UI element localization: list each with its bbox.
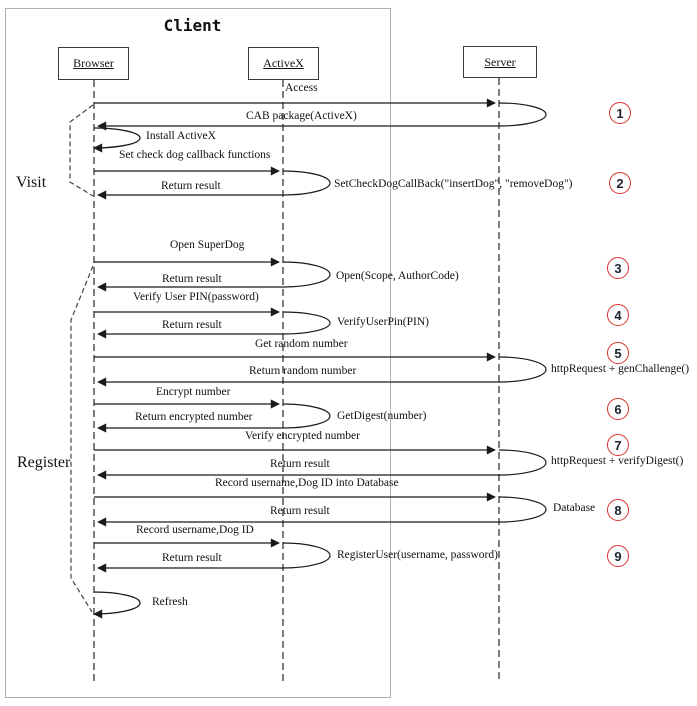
actor-server-label: Server <box>484 54 516 69</box>
step-circle-2: 2 <box>609 172 631 194</box>
message-arrows <box>93 98 547 619</box>
msg-access: Access <box>285 82 318 94</box>
msg-return-result-6: Return result <box>162 552 222 564</box>
msg-return-result-2: Return result <box>162 273 222 285</box>
self-loop-refresh <box>93 591 141 619</box>
activex-bounce-1 <box>282 170 331 196</box>
register-bracket <box>70 265 94 613</box>
activex-bounce-3 <box>282 311 331 335</box>
msg-install-activex: Install ActiveX <box>146 130 216 142</box>
actor-browser: Browser <box>58 47 129 80</box>
step-circle-1: 1 <box>609 102 631 124</box>
msg-open-superdog: Open SuperDog <box>170 239 245 251</box>
msg-return-encrypted: Return encrypted number <box>135 411 253 423</box>
msg-verify-user-pin-fn: VerifyUserPin(PIN) <box>337 316 429 328</box>
msg-open-scope: Open(Scope, AuthorCode) <box>336 270 459 282</box>
msg-set-check-dog-callback: SetCheckDogCallBack("insertDog", "remove… <box>334 178 573 190</box>
client-frame <box>5 8 391 698</box>
step-circle-7: 7 <box>607 434 629 456</box>
step-circle-9: 9 <box>607 545 629 567</box>
msg-verify-user-pin: Verify User PIN(password) <box>133 291 259 303</box>
msg-set-check-dog: Set check dog callback functions <box>119 149 271 161</box>
actor-browser-label: Browser <box>73 56 114 70</box>
msg-return-result-1: Return result <box>161 180 221 192</box>
msg-encrypt-number: Encrypt number <box>156 386 231 398</box>
step-circle-8: 8 <box>607 499 629 521</box>
phase-register: Register <box>17 454 71 471</box>
visit-bracket <box>69 104 94 197</box>
step-circle-3: 3 <box>607 257 629 279</box>
msg-http-verify-digest: httpRequest + verifyDigest() <box>551 455 684 467</box>
msg-return-result-5: Return result <box>270 505 330 517</box>
msg-record-into-db: Record username,Dog ID into Database <box>215 477 399 489</box>
server-bounce-3 <box>498 449 547 476</box>
step-circle-4: 4 <box>607 304 629 326</box>
activex-bounce-2 <box>282 261 331 288</box>
diagram-title: Client <box>163 16 222 35</box>
msg-record-username: Record username,Dog ID <box>136 524 254 536</box>
msg-verify-encrypted: Verify encrypted number <box>245 430 360 442</box>
activex-bounce-4 <box>282 403 331 429</box>
actor-server: Server <box>463 46 537 78</box>
msg-refresh: Refresh <box>152 596 188 608</box>
activex-bounce-5 <box>282 542 331 569</box>
msg-database: Database <box>553 502 596 514</box>
msg-register-user: RegisterUser(username, password) <box>337 549 498 561</box>
actor-activex-label: ActiveX <box>263 56 304 70</box>
msg-return-result-3: Return result <box>162 319 222 331</box>
phase-brackets <box>69 104 94 613</box>
msg-get-random: Get random number <box>255 338 348 350</box>
server-bounce-4 <box>498 496 547 523</box>
server-bounce-1 <box>498 102 547 127</box>
msg-http-gen-challenge: httpRequest + genChallenge() <box>551 363 690 375</box>
actor-activex: ActiveX <box>248 47 319 80</box>
msg-return-random: Return random number <box>249 365 357 377</box>
phase-visit: Visit <box>16 174 47 191</box>
self-loop-install-activex <box>93 127 141 153</box>
msg-return-result-4: Return result <box>270 458 330 470</box>
msg-cab-package: CAB package(ActiveX) <box>246 110 357 122</box>
step-circle-5: 5 <box>607 342 629 364</box>
lifelines <box>93 78 500 683</box>
msg-get-digest: GetDigest(number) <box>337 410 427 422</box>
step-circle-6: 6 <box>607 398 629 420</box>
server-bounce-2 <box>498 356 547 383</box>
